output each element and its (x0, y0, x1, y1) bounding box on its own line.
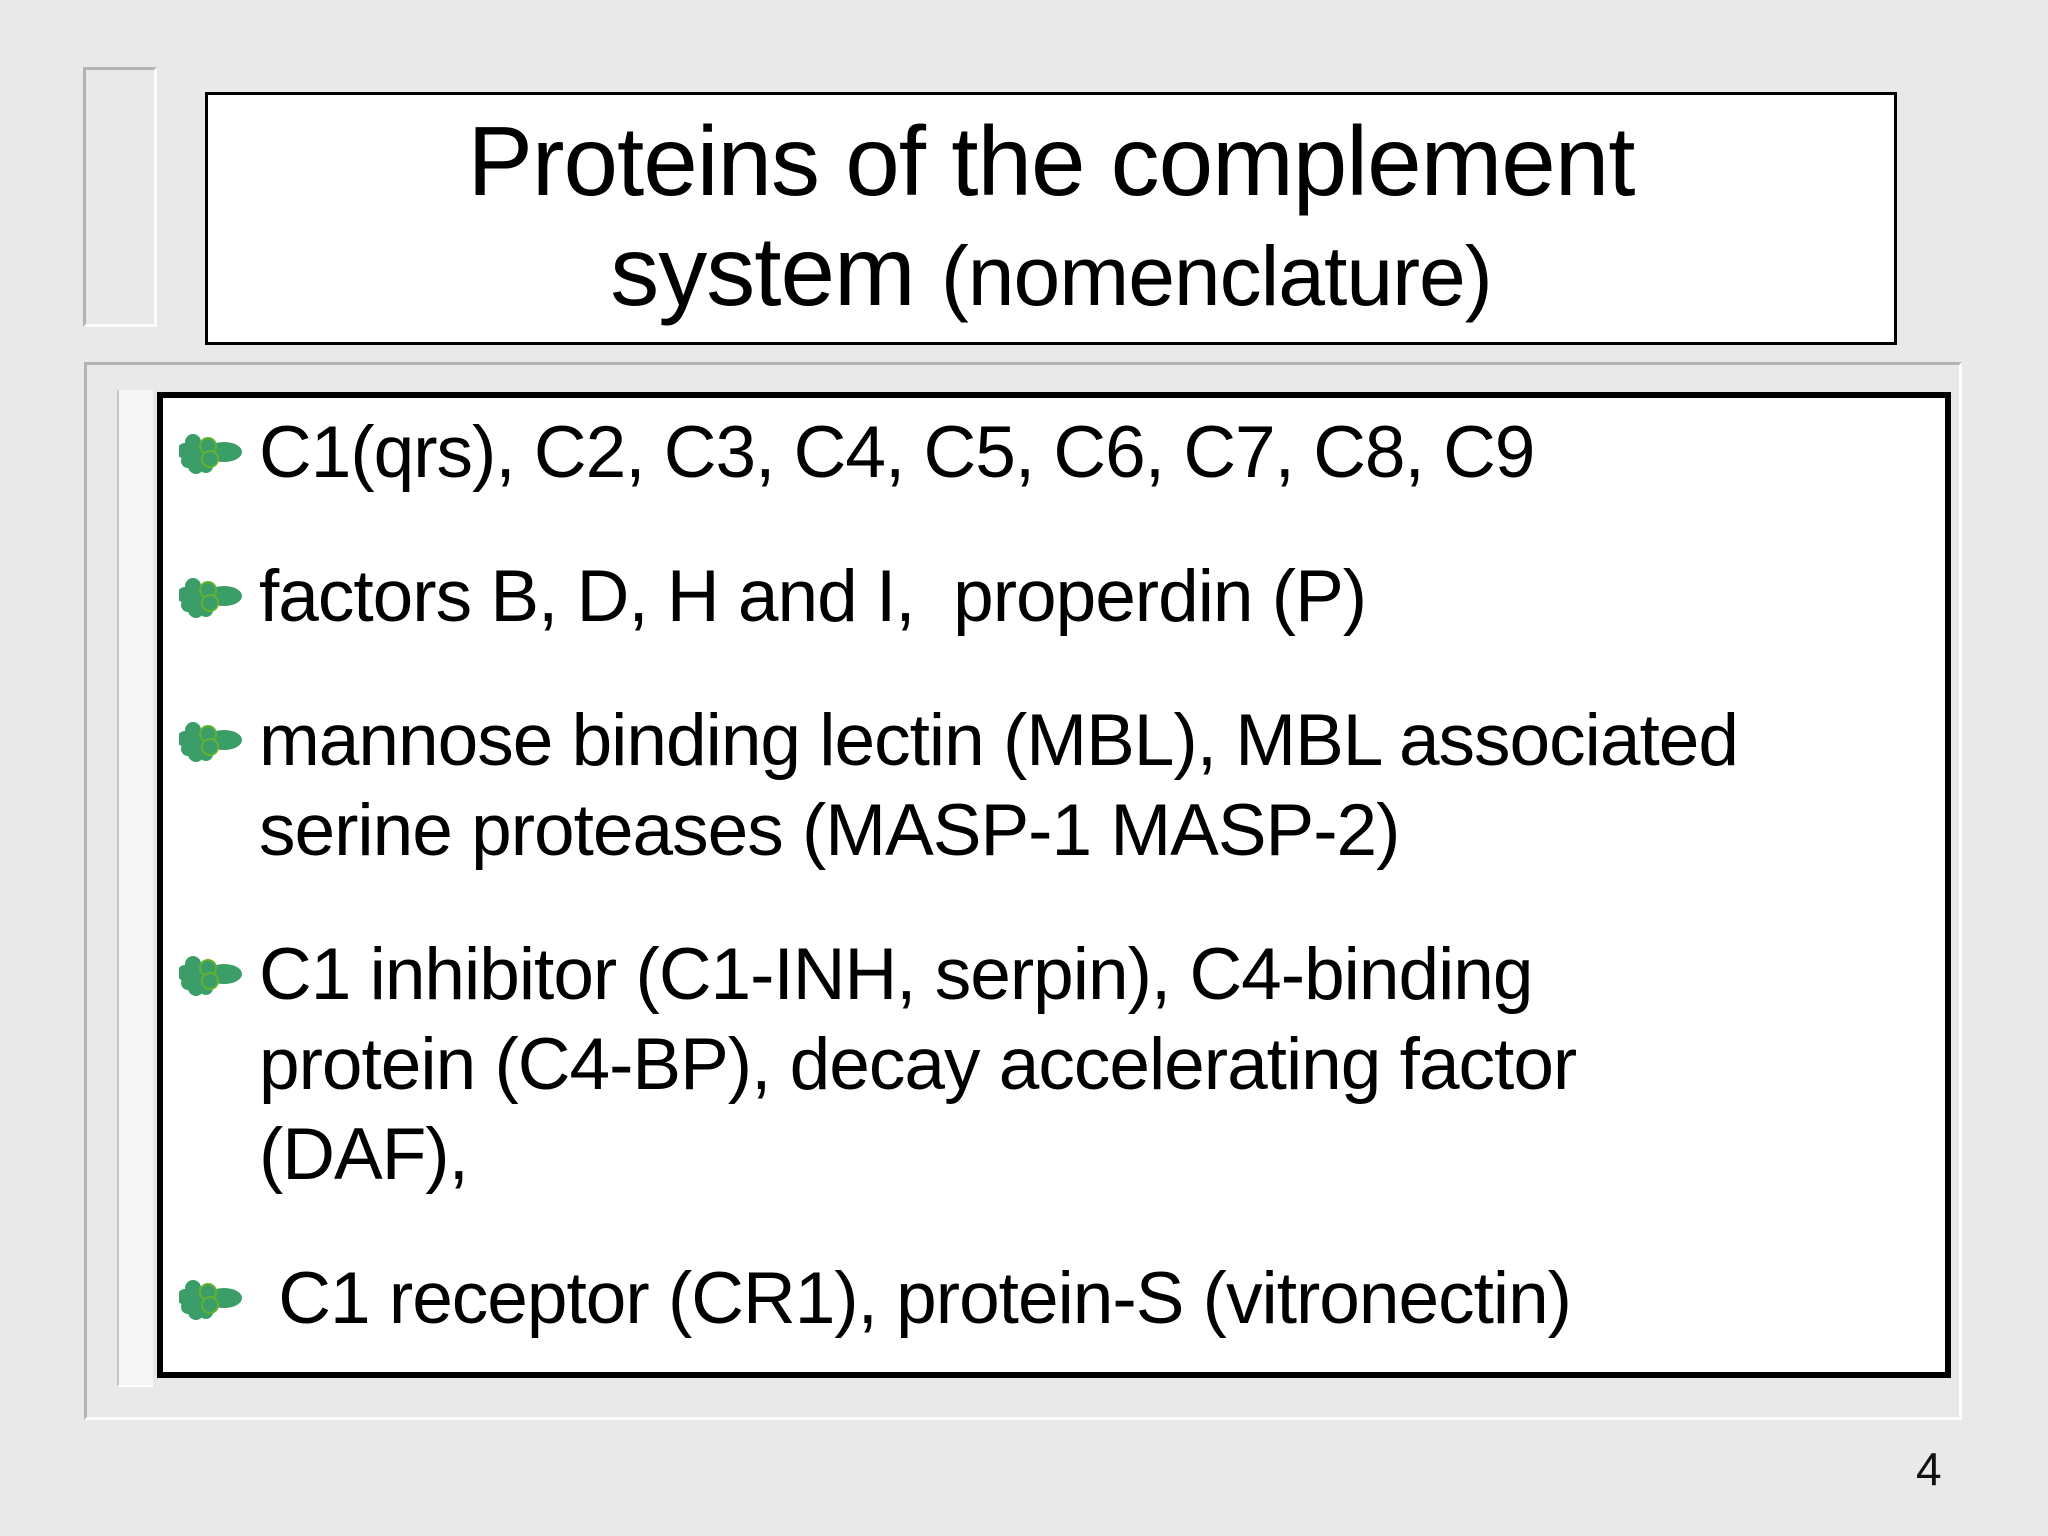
page-number: 4 (1916, 1443, 1942, 1495)
bullet-text: C1 receptor (CR1), protein-S (vitronecti… (259, 1254, 1572, 1344)
bullet-item-complement-components: C1(qrs), C2, C3, C4, C5, C6, C7, C8, C9 (173, 408, 1933, 498)
bullet-line: (DAF), (259, 1114, 469, 1195)
leaf-cluster-bullet-icon (179, 578, 242, 618)
slide-title-line-2-main: system (610, 216, 941, 326)
bullet-line: factors B, D, H and I, properdin (P) (259, 556, 1367, 637)
bullet-text: C1 inhibitor (C1-INH, serpin), C4-bindin… (259, 930, 1577, 1200)
slide-title-line-2-parenthetical: (nomenclature) (940, 229, 1493, 323)
bullet-item-factors: factors B, D, H and I, properdin (P) (173, 552, 1933, 642)
bullet-line: protein (C4-BP), decay accelerating fact… (259, 1024, 1577, 1105)
title-box: Proteins of the complement system (nomen… (205, 92, 1897, 345)
bullet-text: mannose binding lectin (MBL), MBL associ… (259, 696, 1739, 876)
embossed-stripe-decoration (117, 390, 153, 1387)
embossed-rectangle-decoration (83, 67, 157, 327)
content-box: C1(qrs), C2, C3, C4, C5, C6, C7, C8, C9 (157, 392, 1951, 1378)
bullet-list: C1(qrs), C2, C3, C4, C5, C6, C7, C8, C9 (173, 408, 1933, 1344)
bullet-line: C1 receptor (CR1), protein-S (vitronecti… (259, 1258, 1572, 1339)
embossed-content-frame (84, 362, 1962, 1420)
leaf-cluster-bullet-icon (179, 956, 242, 996)
leaf-cluster-bullet-icon (179, 434, 242, 474)
bullet-line: serine proteases (MASP-1 MASP-2) (259, 790, 1400, 871)
bullet-item-receptors: C1 receptor (CR1), protein-S (vitronecti… (173, 1254, 1933, 1344)
leaf-cluster-bullet-icon (179, 722, 242, 762)
bullet-line: C1(qrs), C2, C3, C4, C5, C6, C7, C8, C9 (259, 412, 1535, 493)
slide-title-line-1: Proteins of the complement (467, 106, 1636, 216)
bullet-line: mannose binding lectin (MBL), MBL associ… (259, 700, 1739, 781)
bullet-item-inhibitors: C1 inhibitor (C1-INH, serpin), C4-bindin… (173, 930, 1933, 1200)
leaf-cluster-bullet-icon (179, 1280, 242, 1320)
bullet-item-mbl: mannose binding lectin (MBL), MBL associ… (173, 696, 1933, 876)
slide-title-line-2: system (nomenclature) (610, 216, 1493, 331)
bullet-line: C1 inhibitor (C1-INH, serpin), C4-bindin… (259, 934, 1534, 1015)
bullet-text: C1(qrs), C2, C3, C4, C5, C6, C7, C8, C9 (259, 408, 1535, 498)
bullet-text: factors B, D, H and I, properdin (P) (259, 552, 1367, 642)
